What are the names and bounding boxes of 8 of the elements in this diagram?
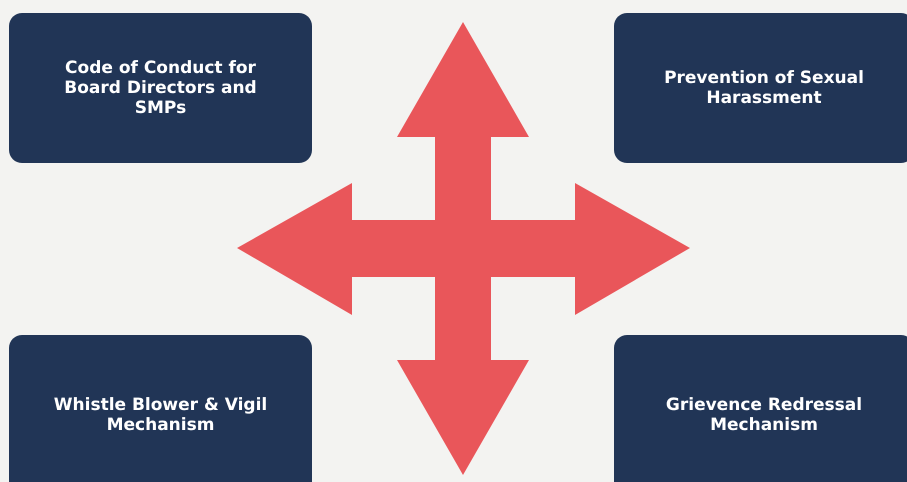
rounded-box xyxy=(9,13,312,163)
box-text: Prevention of Sexual Harassment xyxy=(664,68,864,108)
rounded-box xyxy=(9,335,312,482)
box-text: Whistle Blower & Vigil Mechanism xyxy=(52,395,268,435)
rounded-box xyxy=(614,335,907,482)
rounded-box xyxy=(614,13,907,163)
box-text: Code of Conduct for Board Directors and SMPs xyxy=(63,58,258,118)
box-text: Grievence Redressal Mechanism xyxy=(664,395,864,435)
